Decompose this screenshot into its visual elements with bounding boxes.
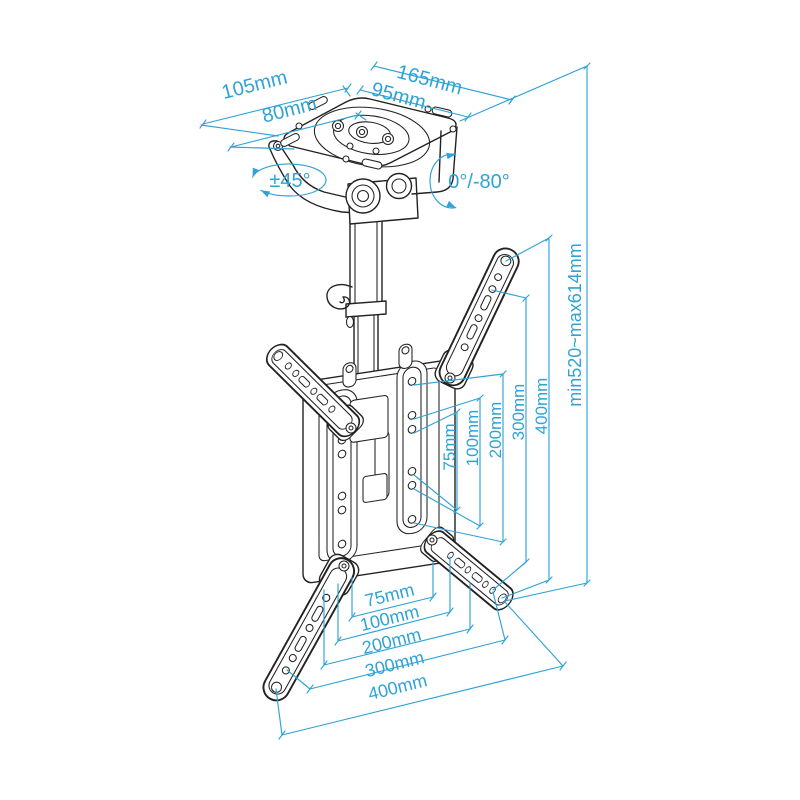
- dim-105mm-label: 105mm: [220, 66, 290, 103]
- horizontal-dimension-lines: [275, 556, 567, 740]
- swivel-annotation: [252, 163, 327, 198]
- vertical-dimension-lines: [413, 62, 591, 602]
- yoke-arm: [268, 140, 359, 214]
- tilt-angle-label: 0°/-80°: [448, 171, 510, 193]
- dim-v200-label: 200mm: [486, 402, 505, 459]
- plate-slots: [280, 96, 457, 170]
- swivel-arrow-up: [252, 167, 259, 178]
- tilt-hinge: [345, 126, 458, 214]
- cable-hook: [326, 283, 353, 310]
- dim-v75-label: 75mm: [440, 423, 459, 470]
- tilt-annotation: [429, 152, 457, 209]
- tilt-arrow-top: [446, 152, 456, 160]
- dim-v100-label: 100mm: [463, 410, 482, 467]
- arm-pivot-bolts: [338, 372, 456, 572]
- tilt-arrow-bottom: [446, 200, 456, 208]
- dim-v300-label: 300mm: [509, 384, 528, 441]
- swivel-angle-label: ±45°: [269, 170, 310, 192]
- hook-tabs: [342, 343, 413, 388]
- thumbscrew: [345, 315, 355, 329]
- dim-v400-label: 400mm: [532, 378, 551, 435]
- pole-collar: [345, 300, 387, 318]
- dim-height-range-label: min520~max614mm: [565, 243, 585, 407]
- vesa-holes: [337, 376, 417, 549]
- ceiling-plate: [280, 96, 457, 170]
- plate-bolts: [331, 119, 395, 155]
- swivel-arrow-down: [260, 190, 271, 198]
- arm-top-right: [431, 241, 527, 393]
